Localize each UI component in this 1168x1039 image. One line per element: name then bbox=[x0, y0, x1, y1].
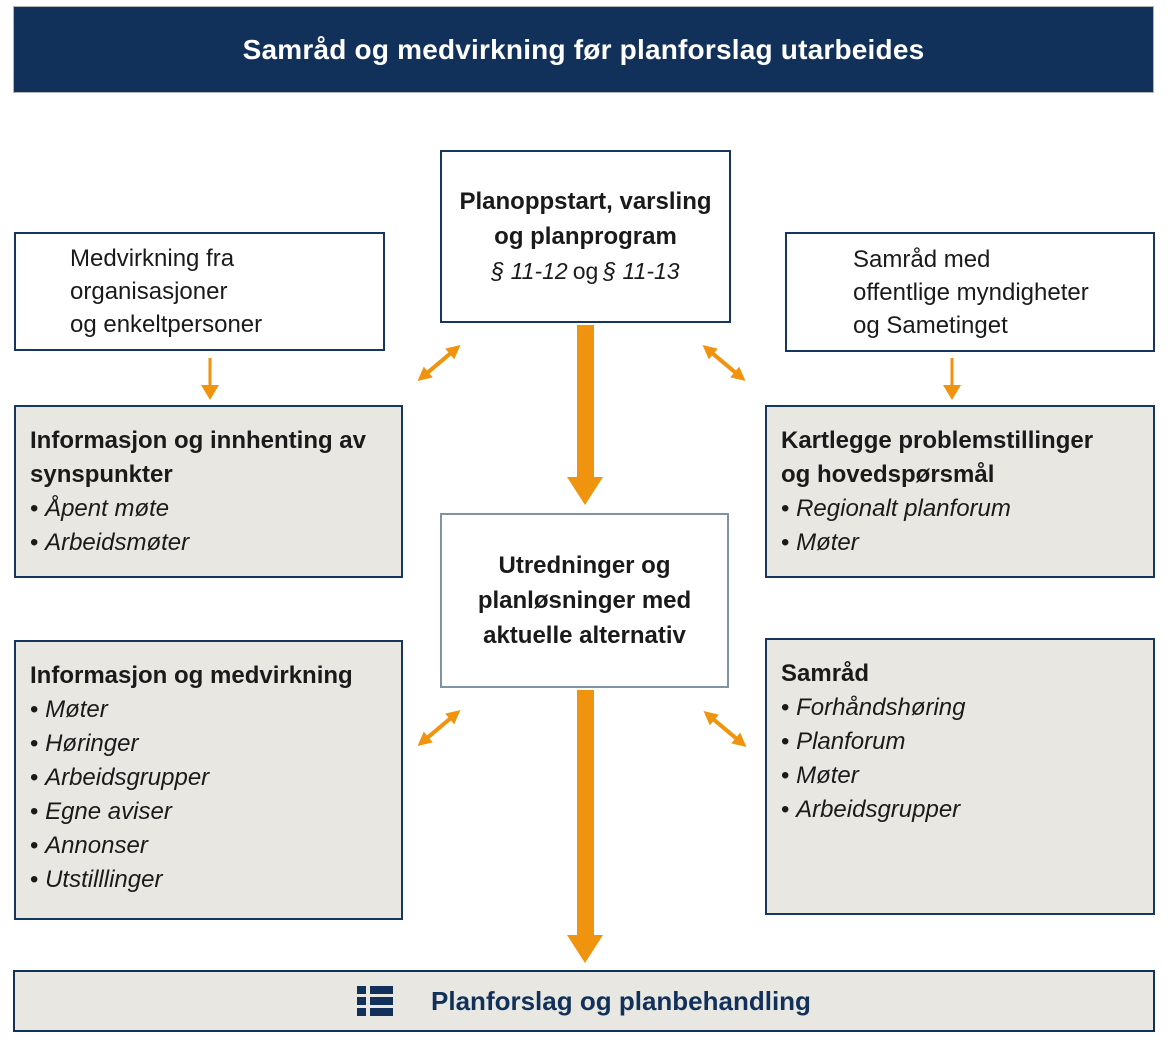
grey-box-title: Informasjon og innhenting av synspunkter bbox=[30, 427, 366, 488]
bullet-item: Møter bbox=[30, 693, 393, 727]
box-samrad-myndigheter: Samråd med offentlige myndigheter og Samet… bbox=[785, 232, 1155, 352]
bullet-item: Regionalt planforum bbox=[781, 492, 1145, 526]
footer-bar: Planforslag og planbehandling bbox=[13, 970, 1155, 1032]
bullet-item: Arbeidsgrupper bbox=[30, 761, 393, 795]
bullet-item: Åpent møte bbox=[30, 492, 393, 526]
diagram-title: Samråd og medvirkning før planforslag ut… bbox=[242, 33, 925, 65]
double-arrow-top-right-icon bbox=[702, 345, 746, 381]
text-line: og Sametinget bbox=[853, 311, 1008, 339]
bullet-item: Møter bbox=[781, 759, 1145, 793]
box-utredninger: Utredninger og planløsninger med aktuelle … bbox=[440, 513, 729, 688]
bullet-list: Regionalt planforumMøter bbox=[781, 492, 1145, 560]
text-line: Medvirkning fra bbox=[70, 245, 235, 272]
box-planoppstart: Planoppstart, varsling og planprogram § 1… bbox=[440, 150, 731, 323]
bullet-item: Arbeidsmøter bbox=[30, 526, 393, 560]
header-banner: Samråd og medvirkning før planforslag ut… bbox=[13, 6, 1154, 93]
box-planoppstart-lines: Planoppstart, varsling og planprogram bbox=[459, 184, 711, 254]
bullet-item: Planforum bbox=[781, 725, 1145, 759]
statute-ref-2: § 11-13 bbox=[603, 258, 680, 284]
text-line: planløsninger med bbox=[477, 587, 692, 614]
bullet-item: Egne aviser bbox=[30, 795, 393, 829]
text-line: offentlige myndigheter bbox=[853, 278, 1089, 306]
box-informasjon-medvirkning: Informasjon og medvirkning MøterHøringer… bbox=[14, 640, 403, 920]
bullet-item: Arbeidsgrupper bbox=[781, 793, 1145, 827]
bullet-item: Annonser bbox=[30, 829, 393, 863]
small-down-arrow-right-icon bbox=[943, 358, 961, 400]
box-informasjon-innhenting: Informasjon og innhenting av synspunkter… bbox=[14, 405, 403, 578]
bullet-item: Utstilllinger bbox=[30, 863, 393, 897]
box-medvirkning-organisasjoner: Medvirkning fra organisasjoner og enkeltpe… bbox=[14, 232, 385, 351]
text-line: Samråd med bbox=[853, 245, 991, 273]
grey-box-title: Informasjon og medvirkning bbox=[30, 662, 353, 689]
double-arrow-bottom-left-icon bbox=[417, 710, 461, 746]
text-line: Utredninger og bbox=[498, 552, 671, 579]
bullet-item: Høringer bbox=[30, 727, 393, 761]
bullet-item: Møter bbox=[781, 526, 1145, 560]
text-line: og planprogram bbox=[494, 223, 677, 250]
thick-down-arrow-top-icon bbox=[567, 325, 603, 505]
double-arrow-top-left-icon bbox=[417, 345, 461, 381]
grey-box-title: Samråd bbox=[781, 660, 870, 687]
double-arrow-bottom-right-icon bbox=[703, 711, 747, 747]
box-utredninger-lines: Utredninger og planløsninger med aktuelle … bbox=[442, 515, 727, 686]
box-samrad: Samråd ForhåndshøringPlanforumMøterArbei… bbox=[765, 638, 1155, 915]
box-medvirkning-lines: Medvirkning fra organisasjoner og enkeltpe… bbox=[70, 234, 383, 349]
thick-down-arrow-bottom-icon bbox=[567, 690, 603, 963]
bullet-list: ForhåndshøringPlanforumMøterArbeidsgrupp… bbox=[781, 691, 1145, 827]
statute-ref-1: § 11-12 bbox=[491, 258, 568, 284]
list-icon bbox=[357, 986, 394, 1016]
footer-label: Planforslag og planbehandling bbox=[431, 985, 811, 1016]
text-line: organisasjoner bbox=[70, 278, 228, 305]
bullet-list: MøterHøringerArbeidsgrupperEgne aviserAn… bbox=[30, 693, 393, 897]
box-kartlegge-problemstillinger: Kartlegge problemstillinger og hovedspør… bbox=[765, 405, 1155, 578]
bullet-list: Åpent møteArbeidsmøter bbox=[30, 492, 393, 560]
grey-box-title: Kartlegge problemstillinger og hovedspør… bbox=[781, 427, 1094, 488]
small-down-arrow-left-icon bbox=[201, 358, 219, 400]
text-line: aktuelle alternativ bbox=[483, 622, 686, 649]
box-samrad-myndigheter-lines: Samråd med offentlige myndigheter og Samet… bbox=[853, 234, 1153, 350]
statute-conjunction: og bbox=[572, 258, 599, 284]
text-line: Planoppstart, varsling bbox=[459, 188, 712, 215]
bullet-item: Forhåndshøring bbox=[781, 691, 1145, 725]
text-line: og enkeltpersoner bbox=[70, 311, 263, 338]
